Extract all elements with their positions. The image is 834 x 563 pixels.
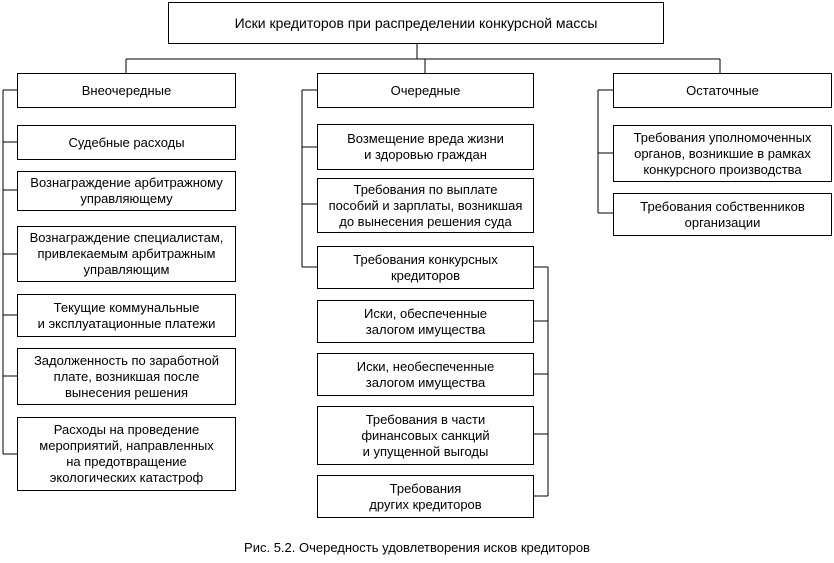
- item-voznagrazhdenie-upravlyayushchemu: Вознаграждение арбитражному управляющему: [17, 171, 236, 211]
- category-ocherednye: Очередные: [317, 73, 534, 108]
- item-vyplata-posobiy: Требования по выплате пособий и зарплаты…: [317, 178, 534, 233]
- subitem-drugie-kreditory: Требования других кредиторов: [317, 475, 534, 518]
- diagram-title-box: Иски кредиторов при распределении конкур…: [168, 2, 664, 44]
- item-konkursnye-kreditory: Требования конкурсных кредиторов: [317, 246, 534, 289]
- item-upolnomochennye-organy: Требования уполномоченных органов, возни…: [613, 125, 832, 182]
- subitem-finansovye-sanktsii: Требования в части финансовых санкций и …: [317, 406, 534, 465]
- item-vozmeshchenie-vreda: Возмещение вреда жизни и здоровью гражда…: [317, 124, 534, 170]
- subitem-neobespechennye-zalogom: Иски, необеспеченные залогом имущества: [317, 353, 534, 396]
- item-sudebnye-raskhody: Судебные расходы: [17, 125, 236, 160]
- item-zadolzhennost-zarplata: Задолженность по заработной плате, возни…: [17, 348, 236, 405]
- subitem-obespechennye-zalogom: Иски, обеспеченные залогом имущества: [317, 300, 534, 343]
- item-sobstvenniki-organizatsii: Требования собственников организации: [613, 193, 832, 236]
- item-ekologicheskie-katastrofy: Расходы на проведение мероприятий, напра…: [17, 417, 236, 491]
- figure-caption: Рис. 5.2. Очередность удовлетворения иск…: [244, 540, 590, 555]
- item-voznagrazhdenie-spetsialistam: Вознаграждение специалистам, привлекаемы…: [17, 226, 236, 282]
- category-ostatochnye: Остаточные: [613, 73, 832, 108]
- item-kommunalnye-platezhi: Текущие коммунальные и эксплуатационные …: [17, 294, 236, 337]
- category-vneocherednye: Внеочередные: [17, 73, 236, 108]
